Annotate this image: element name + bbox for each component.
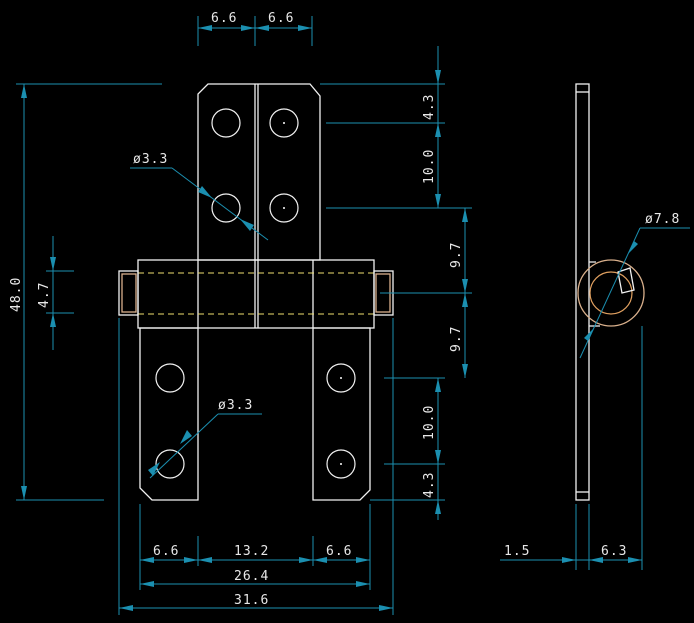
knuckle-barrel bbox=[137, 259, 375, 329]
lower-right-leg-outline bbox=[312, 327, 371, 501]
dim-right-bottom-margin: 4.3 bbox=[422, 472, 437, 498]
mounting-hole bbox=[326, 449, 356, 479]
dim-hole-diameter-bottom: ø3.3 bbox=[218, 398, 253, 413]
dim-right-lower-half: 9.7 bbox=[449, 326, 464, 352]
dim-side-thickness: 1.5 bbox=[504, 544, 530, 559]
dim-right-bottom-spacing: 10.0 bbox=[422, 405, 437, 440]
dim-bottom-gap: 13.2 bbox=[234, 544, 269, 559]
dim-overall-height: 48.0 bbox=[9, 277, 24, 312]
mounting-hole bbox=[155, 449, 185, 479]
dim-right-top-margin: 4.3 bbox=[422, 94, 437, 120]
left-dimensions: 48.0 4.7 bbox=[9, 83, 162, 501]
top-dimensions: 6.6 6.6 bbox=[197, 11, 313, 46]
dim-bottom-overall-width: 31.6 bbox=[234, 593, 269, 608]
knuckle-ring-outer bbox=[577, 259, 645, 327]
mounting-hole bbox=[326, 363, 356, 393]
side-view: ø7.8 1.5 6.3 bbox=[500, 83, 690, 570]
dim-right-upper-half: 9.7 bbox=[449, 242, 464, 268]
knuckle-slot bbox=[617, 267, 635, 294]
mounting-hole bbox=[155, 363, 185, 393]
knuckle-wrap bbox=[589, 261, 600, 327]
hole-center-mark bbox=[283, 122, 285, 124]
dim-right-top-spacing: 10.0 bbox=[422, 149, 437, 184]
lower-left-leg-outline bbox=[139, 327, 199, 501]
right-dimensions: 4.3 10.0 9.7 9.7 10.0 4.3 bbox=[320, 46, 472, 520]
knuckle-ring-inner bbox=[589, 271, 633, 315]
dim-bottom-inner-width: 26.4 bbox=[234, 569, 269, 584]
mounting-hole bbox=[211, 108, 241, 138]
dim-knuckle-height: 4.7 bbox=[37, 282, 52, 308]
mounting-hole bbox=[269, 193, 299, 223]
dim-top-left-width: 6.6 bbox=[211, 11, 237, 26]
hole-leaders: ø3.3 ø3.3 bbox=[130, 152, 269, 479]
dim-bottom-right-width: 6.6 bbox=[326, 544, 352, 559]
side-view-plate bbox=[575, 83, 590, 501]
hole-center-mark bbox=[283, 207, 285, 209]
hole-center-mark bbox=[340, 377, 342, 379]
pin-cap-left-inner bbox=[121, 273, 137, 313]
dim-top-right-width: 6.6 bbox=[268, 11, 294, 26]
hole-center-mark bbox=[340, 463, 342, 465]
bottom-dimensions: 6.6 13.2 6.6 26.4 31.6 bbox=[118, 318, 394, 615]
mounting-hole bbox=[211, 193, 241, 223]
dim-side-depth: 6.3 bbox=[601, 544, 627, 559]
mounting-hole bbox=[269, 108, 299, 138]
pin-cap-left bbox=[118, 270, 139, 316]
dim-knuckle-diameter: ø7.8 bbox=[645, 212, 680, 227]
front-view bbox=[118, 83, 394, 501]
dim-hole-diameter-top: ø3.3 bbox=[133, 152, 168, 167]
dim-bottom-left-width: 6.6 bbox=[153, 544, 179, 559]
